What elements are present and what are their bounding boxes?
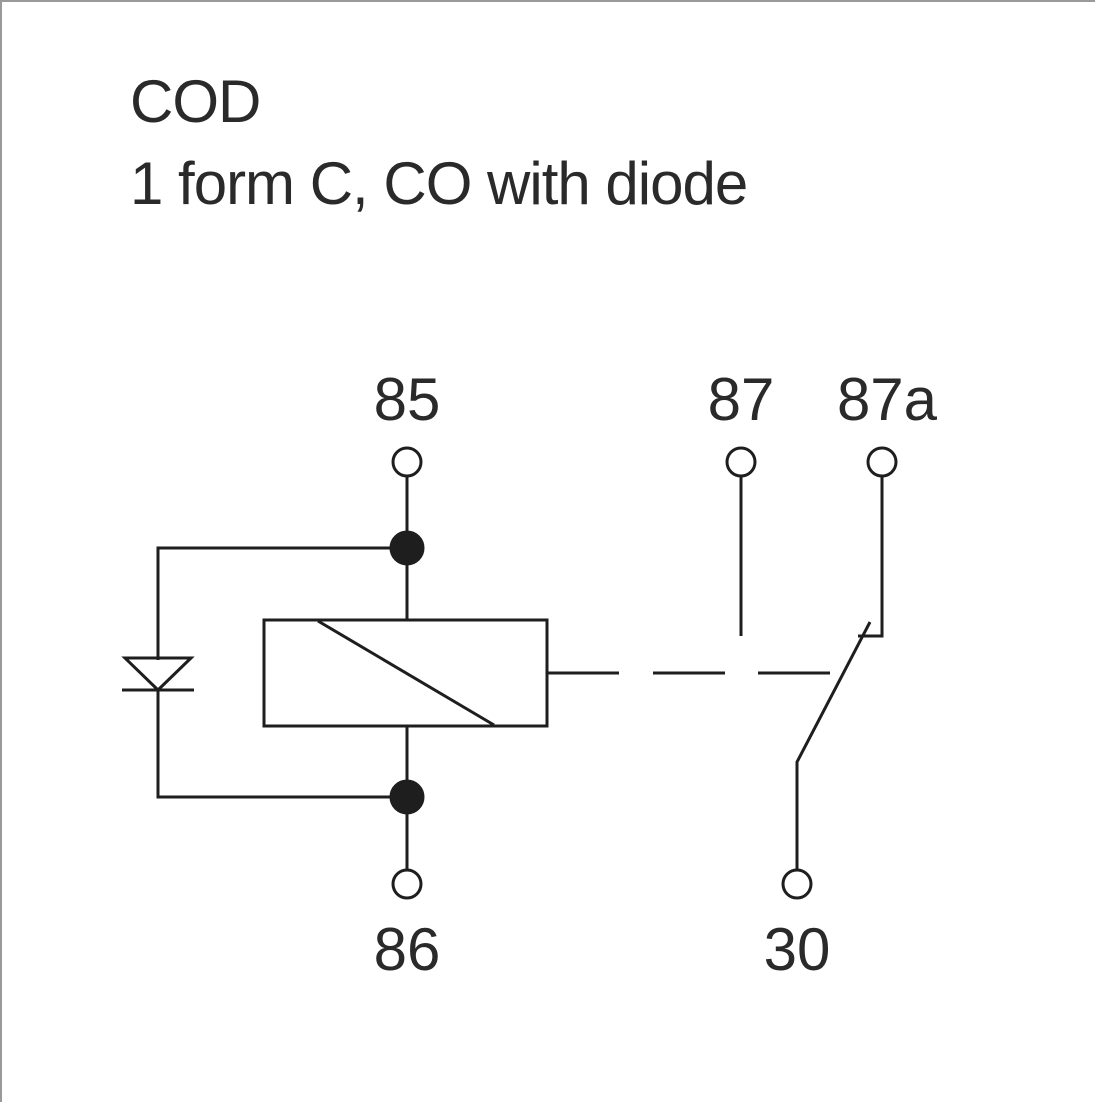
pin-label-87: 87 [708, 366, 775, 433]
pin-label-30: 30 [764, 916, 831, 983]
contact-87a-wire [858, 476, 884, 638]
switch-arm [795, 621, 872, 870]
relay-coil-slash [317, 619, 495, 727]
terminal-87a [866, 446, 898, 478]
pin-label-85: 85 [374, 366, 441, 433]
relay-code-title: COD [130, 68, 261, 135]
diode-branch-wire-top [156, 546, 407, 660]
relay-description: 1 form C, CO with diode [130, 150, 748, 217]
terminal-87 [725, 446, 757, 478]
pin-label-86: 86 [374, 916, 441, 983]
diode-icon [121, 656, 195, 693]
terminal-30 [781, 868, 813, 900]
pin-label-87a: 87a [837, 366, 938, 433]
terminal-85 [391, 446, 423, 478]
diode-branch-wire-bottom [156, 690, 407, 799]
terminal-86 [391, 868, 423, 900]
